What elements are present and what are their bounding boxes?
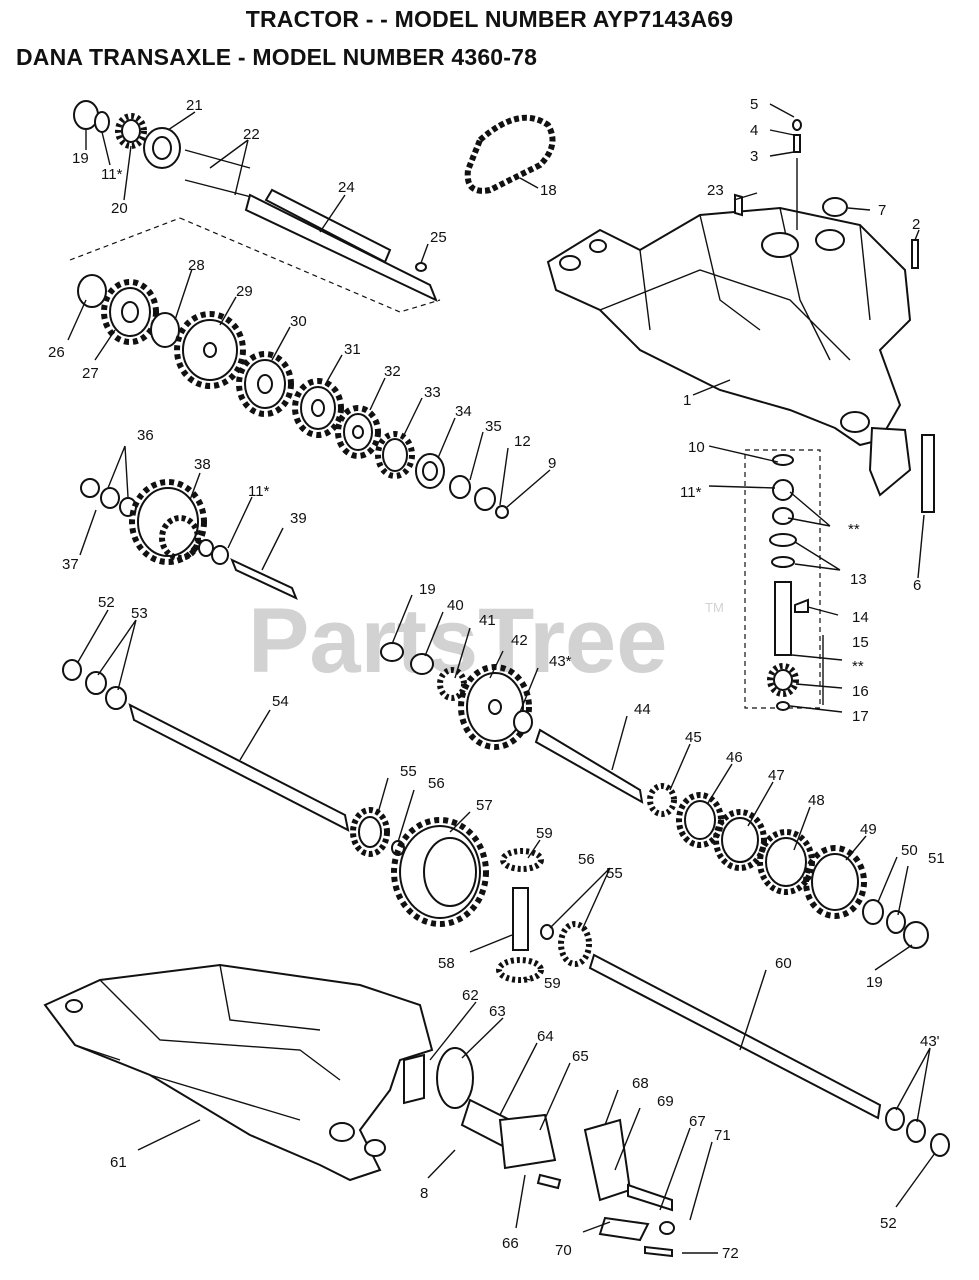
callout-label: 14: [852, 609, 869, 626]
callout-label: 66: [502, 1235, 519, 1252]
callout-label: **: [848, 521, 860, 538]
callout-label: 72: [722, 1245, 739, 1262]
callout-label: 41: [479, 612, 496, 629]
callout-label: 39: [290, 510, 307, 527]
callout-label: 60: [775, 955, 792, 972]
callout-label: 56: [428, 775, 445, 792]
callout-label: 19: [419, 581, 436, 598]
callout-label: 18: [540, 182, 557, 199]
callout-label: 33: [424, 384, 441, 401]
callout-label: 62: [462, 987, 479, 1004]
callout-label: 43*: [549, 653, 572, 670]
callout-label: 52: [880, 1215, 897, 1232]
callout-label: 32: [384, 363, 401, 380]
reduction-gear-group: [80, 478, 298, 600]
callout-label: 11*: [101, 166, 123, 183]
axle-and-idler-shafts: [62, 642, 929, 949]
callout-label: 46: [726, 749, 743, 766]
callout-label: 13: [850, 571, 867, 588]
callout-label: 67: [689, 1113, 706, 1130]
callout-label: 17: [852, 708, 869, 725]
callout-label: 35: [485, 418, 502, 435]
callout-label: 44: [634, 701, 651, 718]
callout-label: 27: [82, 365, 99, 382]
callout-label: 25: [430, 229, 447, 246]
callout-label: 29: [236, 283, 253, 300]
callout-label: 19: [866, 974, 883, 991]
callout-label: 56: [578, 851, 595, 868]
callout-label: 20: [111, 200, 128, 217]
callout-label: 69: [657, 1093, 674, 1110]
callout-label: 3: [750, 148, 758, 165]
callout-label: 71: [714, 1127, 731, 1144]
callout-label: 55: [606, 865, 623, 882]
callout-label: 45: [685, 729, 702, 746]
watermark-trademark: TM: [705, 600, 724, 615]
callout-label: 70: [555, 1242, 572, 1259]
callout-label: 47: [768, 767, 785, 784]
callout-label: 1: [683, 392, 691, 409]
callout-label: 65: [572, 1048, 589, 1065]
callout-label: 10: [688, 439, 705, 456]
shift-shaft-stack: [744, 426, 935, 711]
callout-label: 16: [852, 683, 869, 700]
callout-label: 68: [632, 1075, 649, 1092]
callout-label: 26: [48, 344, 65, 361]
callout-label: 8: [420, 1185, 428, 1202]
callout-label: 53: [131, 605, 148, 622]
callout-label: 31: [344, 341, 361, 358]
callout-label: 55: [400, 763, 417, 780]
callout-label: 11*: [680, 484, 702, 501]
callout-label: 23: [707, 182, 724, 199]
drive-chain: [464, 114, 556, 194]
callout-label: 15: [852, 634, 869, 651]
leader-lines: [67, 103, 936, 1254]
countershaft-gear-stack: [77, 274, 509, 519]
callout-label: 51: [928, 850, 945, 867]
callout-label: 64: [537, 1028, 554, 1045]
callout-label: 24: [338, 179, 355, 196]
callout-label: 59: [544, 975, 561, 992]
callout-label: 5: [750, 96, 758, 113]
callout-label: 58: [438, 955, 455, 972]
callout-label: 36: [137, 427, 154, 444]
callout-label: 7: [878, 202, 886, 219]
callout-label: 48: [808, 792, 825, 809]
callout-label: 50: [901, 842, 918, 859]
callout-label: **: [852, 658, 864, 675]
callout-label: 22: [243, 126, 260, 143]
callout-label: 28: [188, 257, 205, 274]
callout-label: 2: [912, 216, 920, 233]
callout-label: 52: [98, 594, 115, 611]
callout-label: 54: [272, 693, 289, 710]
callout-label: 42: [511, 632, 528, 649]
callout-label: 6: [913, 577, 921, 594]
callout-label: 12: [514, 433, 531, 450]
callout-label: 40: [447, 597, 464, 614]
transaxle-upper-housing: [546, 119, 919, 447]
watermark-text: PartsTree: [248, 590, 667, 692]
callout-label: 4: [750, 122, 758, 139]
callout-label: 30: [290, 313, 307, 330]
callout-label: 63: [489, 1003, 506, 1020]
diagram-subtitle: DANA TRANSAXLE - MODEL NUMBER 4360-78: [16, 44, 538, 70]
callout-label: 9: [548, 455, 556, 472]
transaxle-lower-housing: [43, 963, 675, 1258]
callout-label: 37: [62, 556, 79, 573]
diagram-title: TRACTOR - - MODEL NUMBER AYP7143A69: [245, 6, 734, 32]
callout-label: 38: [194, 456, 211, 473]
upper-input-shaft-group: [69, 100, 441, 313]
callout-label: 19: [72, 150, 89, 167]
callout-label: 34: [455, 403, 472, 420]
callout-label: 43': [920, 1033, 940, 1050]
callout-label: 57: [476, 797, 493, 814]
callout-label: 59: [536, 825, 553, 842]
part-callout-labels: 19 11* 20 21 22 24 25 18 5 4 3 23 7 2 26…: [48, 96, 945, 1262]
callout-label: 11*: [248, 483, 270, 500]
callout-label: 61: [110, 1154, 127, 1171]
callout-label: 21: [186, 97, 203, 114]
differential-assembly: [391, 817, 950, 1157]
callout-label: 49: [860, 821, 877, 838]
